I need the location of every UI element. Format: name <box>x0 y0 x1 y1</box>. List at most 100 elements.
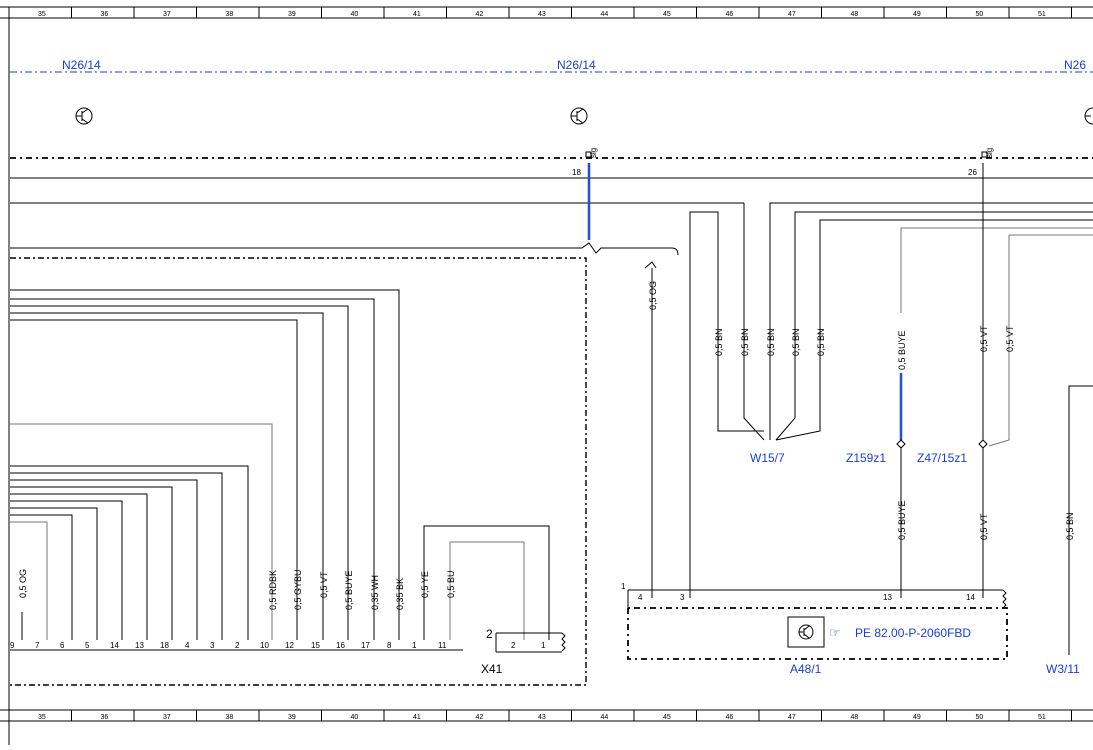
transistor-icon <box>75 107 93 125</box>
ruler-column-label: 42 <box>476 714 484 721</box>
transistor-icon <box>1084 107 1093 125</box>
ruler-column-label: 46 <box>726 714 734 721</box>
wire-label: 0,5 BN <box>816 328 826 356</box>
connector-pin-label: 1 <box>412 641 417 650</box>
a48-reference-link[interactable]: PE 82.00-P-2060FBD <box>855 626 971 640</box>
ruler-column-label: 43 <box>538 11 546 18</box>
left-wire-labels: 0,5 OG 0,5 RDBK 0,5 GYBU 0,5 VT 0,5 BUYE… <box>18 569 456 610</box>
ruler-column-label: 40 <box>351 11 359 18</box>
wire-label: 0,5 BU <box>446 570 456 598</box>
a48-pin-label: 13 <box>883 593 892 602</box>
ruler-column-label: 39 <box>288 11 296 18</box>
reference-pointer-icon: ☞ <box>829 625 841 640</box>
ruler-column-label: 49 <box>913 11 921 18</box>
ruler-column-label: 48 <box>851 714 859 721</box>
ruler-column-label: 45 <box>663 714 671 721</box>
connector-pin-label: 4 <box>185 641 190 650</box>
pin-18-label: 18 <box>572 168 581 177</box>
wire-label: 0,5 BN <box>740 328 750 356</box>
ruler-column-label: 37 <box>163 714 171 721</box>
connector-pin-label: 17 <box>361 641 370 650</box>
wire-label: 0,5 BUYE <box>344 570 354 610</box>
w15-7-label: W15/7 <box>750 451 785 465</box>
sig-label: sig <box>985 148 994 158</box>
connector-pin-label: 13 <box>135 641 144 650</box>
left-dashed-enclosure <box>10 257 587 686</box>
wire-label: 0,35 WH <box>370 575 380 610</box>
wire-label: 0,5 YE <box>420 571 430 598</box>
wire-label: 0,5 RDBK <box>268 570 278 610</box>
ruler-column-label: 39 <box>288 714 296 721</box>
wire-label: 0,5 VT <box>1005 325 1015 352</box>
ruler-column-label: 45 <box>663 11 671 18</box>
a48-pin1-label: 1 <box>621 582 626 591</box>
z47-15z1-label: Z47/15z1 <box>917 451 967 465</box>
ruler-column-label: 50 <box>976 11 984 18</box>
wire-label: 0,5 OG <box>648 281 658 310</box>
wire-label: 0,5 BUYE <box>897 500 907 540</box>
module-label-left: N26/14 <box>62 58 101 72</box>
wire-label: 0,5 BN <box>791 328 801 356</box>
x41-label: X41 <box>481 662 503 676</box>
module-label-center: N26/14 <box>557 58 596 72</box>
connector-pin-label: 2 <box>511 641 516 650</box>
wire-label: 0,5 OG <box>18 569 28 598</box>
transistor-icon <box>798 624 814 640</box>
ruler-column-label: 38 <box>226 714 234 721</box>
connector-pin-label: 3 <box>210 641 215 650</box>
ruler-column-label: 50 <box>976 714 984 721</box>
connector-pin-label: 16 <box>336 641 345 650</box>
pin-26-label: 26 <box>968 168 977 177</box>
ruler-column-label: 35 <box>38 714 46 721</box>
ruler-column-label: 42 <box>476 11 484 18</box>
connector-pin-label: 5 <box>85 641 90 650</box>
ruler-column-label: 46 <box>726 11 734 18</box>
connector-pin-label: 14 <box>110 641 119 650</box>
z159z1-label: Z159z1 <box>846 451 886 465</box>
ruler-column-label: 37 <box>163 11 171 18</box>
wire-label: 0,5 GYBU <box>293 569 303 610</box>
ruler-column-label: 47 <box>788 11 796 18</box>
connector-pin-label: 9 <box>10 641 15 650</box>
ruler-column-label: 40 <box>351 714 359 721</box>
n26-14-module: N26/14 N26/14 N26 <box>10 58 1093 159</box>
connector-pin-label: 7 <box>35 641 40 650</box>
ruler-column-label: 49 <box>913 714 921 721</box>
w3-11-label: W3/11 <box>1046 662 1080 676</box>
ruler-column-label: 43 <box>538 714 546 721</box>
connector-pin-label: 15 <box>311 641 320 650</box>
a48-pin-label: 4 <box>638 593 643 602</box>
ruler-column-label: 44 <box>601 11 609 18</box>
wire-label: 0,5 VT <box>979 513 989 540</box>
x41-pin2-label: 2 <box>486 627 493 641</box>
pin-18: sig 18 <box>572 148 598 177</box>
left-wire-bundle <box>10 289 550 640</box>
ruler-column-label: 41 <box>413 714 421 721</box>
sig-label: sig <box>589 148 598 158</box>
connector-pin-label: 12 <box>285 641 294 650</box>
a48-pin-label: 14 <box>966 593 975 602</box>
ruler-column-label: 41 <box>413 11 421 18</box>
module-label-right: N26 <box>1064 58 1086 72</box>
transistor-icon <box>570 107 588 125</box>
bottom-ruler: 353637383940414243444546474849505152 <box>0 709 1093 722</box>
ruler-column-label: 44 <box>601 714 609 721</box>
wire-label: 0,35 BK <box>395 578 405 610</box>
ruler-column-label: 51 <box>1038 11 1046 18</box>
harness-lines <box>10 163 1093 256</box>
top-ruler: 353637383940414243444546474849505152 <box>0 6 1093 745</box>
ruler-column-label: 47 <box>788 714 796 721</box>
wire-label: 0,5 VT <box>319 571 329 598</box>
connector-pin-label: 1 <box>541 641 546 650</box>
wire-label: 0,5 BN <box>1065 512 1075 540</box>
ruler-column-label: 36 <box>101 714 109 721</box>
wire-label: 0,5 BUYE <box>897 330 907 370</box>
wire-label: 0,5 VT <box>979 325 989 352</box>
ruler-column-label: 51 <box>1038 714 1046 721</box>
a48-1-label: A48/1 <box>790 662 822 676</box>
connector-pin-label: 6 <box>60 641 65 650</box>
